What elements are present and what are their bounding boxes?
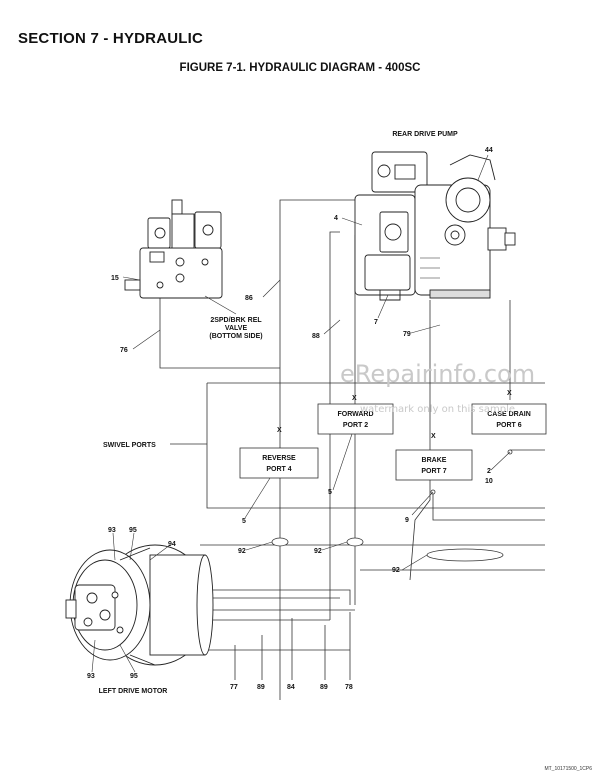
callout-95a: 95 bbox=[129, 527, 137, 534]
callout-5a: 5 bbox=[328, 489, 332, 496]
forward-port: PORT 2 bbox=[343, 422, 368, 429]
callout-76: 76 bbox=[120, 347, 128, 354]
valve-leader bbox=[204, 295, 237, 315]
callout-92a: 92 bbox=[238, 548, 246, 555]
figure-title: FIGURE 7-1. HYDRAULIC DIAGRAM - 400SC bbox=[179, 62, 421, 74]
watermark-sub: watermark only on this sample bbox=[360, 404, 515, 415]
watermark-main: eRepairinfo.com bbox=[340, 360, 535, 388]
rear-drive-pump-drawing bbox=[354, 151, 516, 301]
callout-79: 79 bbox=[403, 331, 411, 338]
clamp-92a bbox=[271, 537, 289, 547]
swivel-ports-label: SWIVEL PORTS bbox=[103, 442, 156, 449]
port-box-forward: FORWARD PORT 2 bbox=[317, 403, 394, 435]
callout-88: 88 bbox=[312, 333, 320, 340]
callout-7: 7 bbox=[374, 319, 378, 326]
callout-2: 2 bbox=[487, 468, 491, 475]
callout-93a: 93 bbox=[108, 527, 116, 534]
port-box-reverse: REVERSE PORT 4 bbox=[239, 447, 319, 479]
callout-84: 84 bbox=[287, 684, 295, 691]
reverse-label: REVERSE bbox=[262, 455, 296, 462]
callout-leaders bbox=[91, 154, 511, 673]
clamp-92c bbox=[426, 548, 504, 562]
swivel-frame-left bbox=[206, 383, 545, 509]
valve-drawing bbox=[124, 199, 223, 299]
clamp-92b bbox=[346, 537, 364, 547]
line-86 bbox=[279, 199, 372, 700]
left-drive-motor-label: LEFT DRIVE MOTOR bbox=[99, 688, 168, 695]
valve-label-line1: 2SPD/BRK REL bbox=[210, 317, 262, 324]
brake-port: PORT 7 bbox=[421, 468, 446, 475]
callout-89a: 89 bbox=[257, 684, 265, 691]
line-79 bbox=[409, 300, 431, 581]
section-title: SECTION 7 - HYDRAULIC bbox=[18, 30, 204, 47]
callout-44: 44 bbox=[485, 147, 493, 154]
callout-78: 78 bbox=[345, 684, 353, 691]
x-marker-forward: X bbox=[352, 395, 357, 402]
callout-5b: 5 bbox=[242, 518, 246, 525]
callout-92b: 92 bbox=[314, 548, 322, 555]
forward-label: FORWARD bbox=[337, 411, 373, 418]
callout-92c: 92 bbox=[392, 567, 400, 574]
callout-89b: 89 bbox=[320, 684, 328, 691]
document-code: MT_10171500_1CP6 bbox=[544, 766, 592, 772]
line-76 bbox=[159, 328, 280, 369]
callout-15: 15 bbox=[111, 275, 119, 282]
port-box-brake: BRAKE PORT 7 bbox=[395, 449, 473, 481]
valve-label-line2: VALVE bbox=[225, 325, 248, 332]
x-marker-brake: X bbox=[431, 433, 436, 440]
callout-77: 77 bbox=[230, 684, 238, 691]
callout-94: 94 bbox=[168, 541, 176, 548]
case-drain-label: CASE DRAIN bbox=[487, 411, 531, 418]
callout-10: 10 bbox=[485, 478, 493, 485]
x-marker-case-drain: X bbox=[507, 390, 512, 397]
callout-86: 86 bbox=[245, 295, 253, 302]
callout-93b: 93 bbox=[87, 673, 95, 680]
line-88 bbox=[329, 231, 340, 620]
port-box-case-drain: CASE DRAIN PORT 6 bbox=[471, 403, 547, 435]
line-77 bbox=[205, 589, 351, 605]
callout-9: 9 bbox=[405, 517, 409, 524]
callout-95b: 95 bbox=[130, 673, 138, 680]
line-brake-out bbox=[432, 492, 545, 521]
callout-4: 4 bbox=[334, 215, 338, 222]
x-marker-reverse: X bbox=[277, 427, 282, 434]
reverse-port: PORT 4 bbox=[266, 466, 291, 473]
case-drain-port: PORT 6 bbox=[496, 422, 521, 429]
rear-drive-pump-label: REAR DRIVE PUMP bbox=[392, 131, 458, 138]
brake-label: BRAKE bbox=[422, 457, 447, 464]
valve-label-line3: (BOTTOM SIDE) bbox=[209, 333, 262, 340]
left-drive-motor-drawing bbox=[65, 544, 214, 666]
